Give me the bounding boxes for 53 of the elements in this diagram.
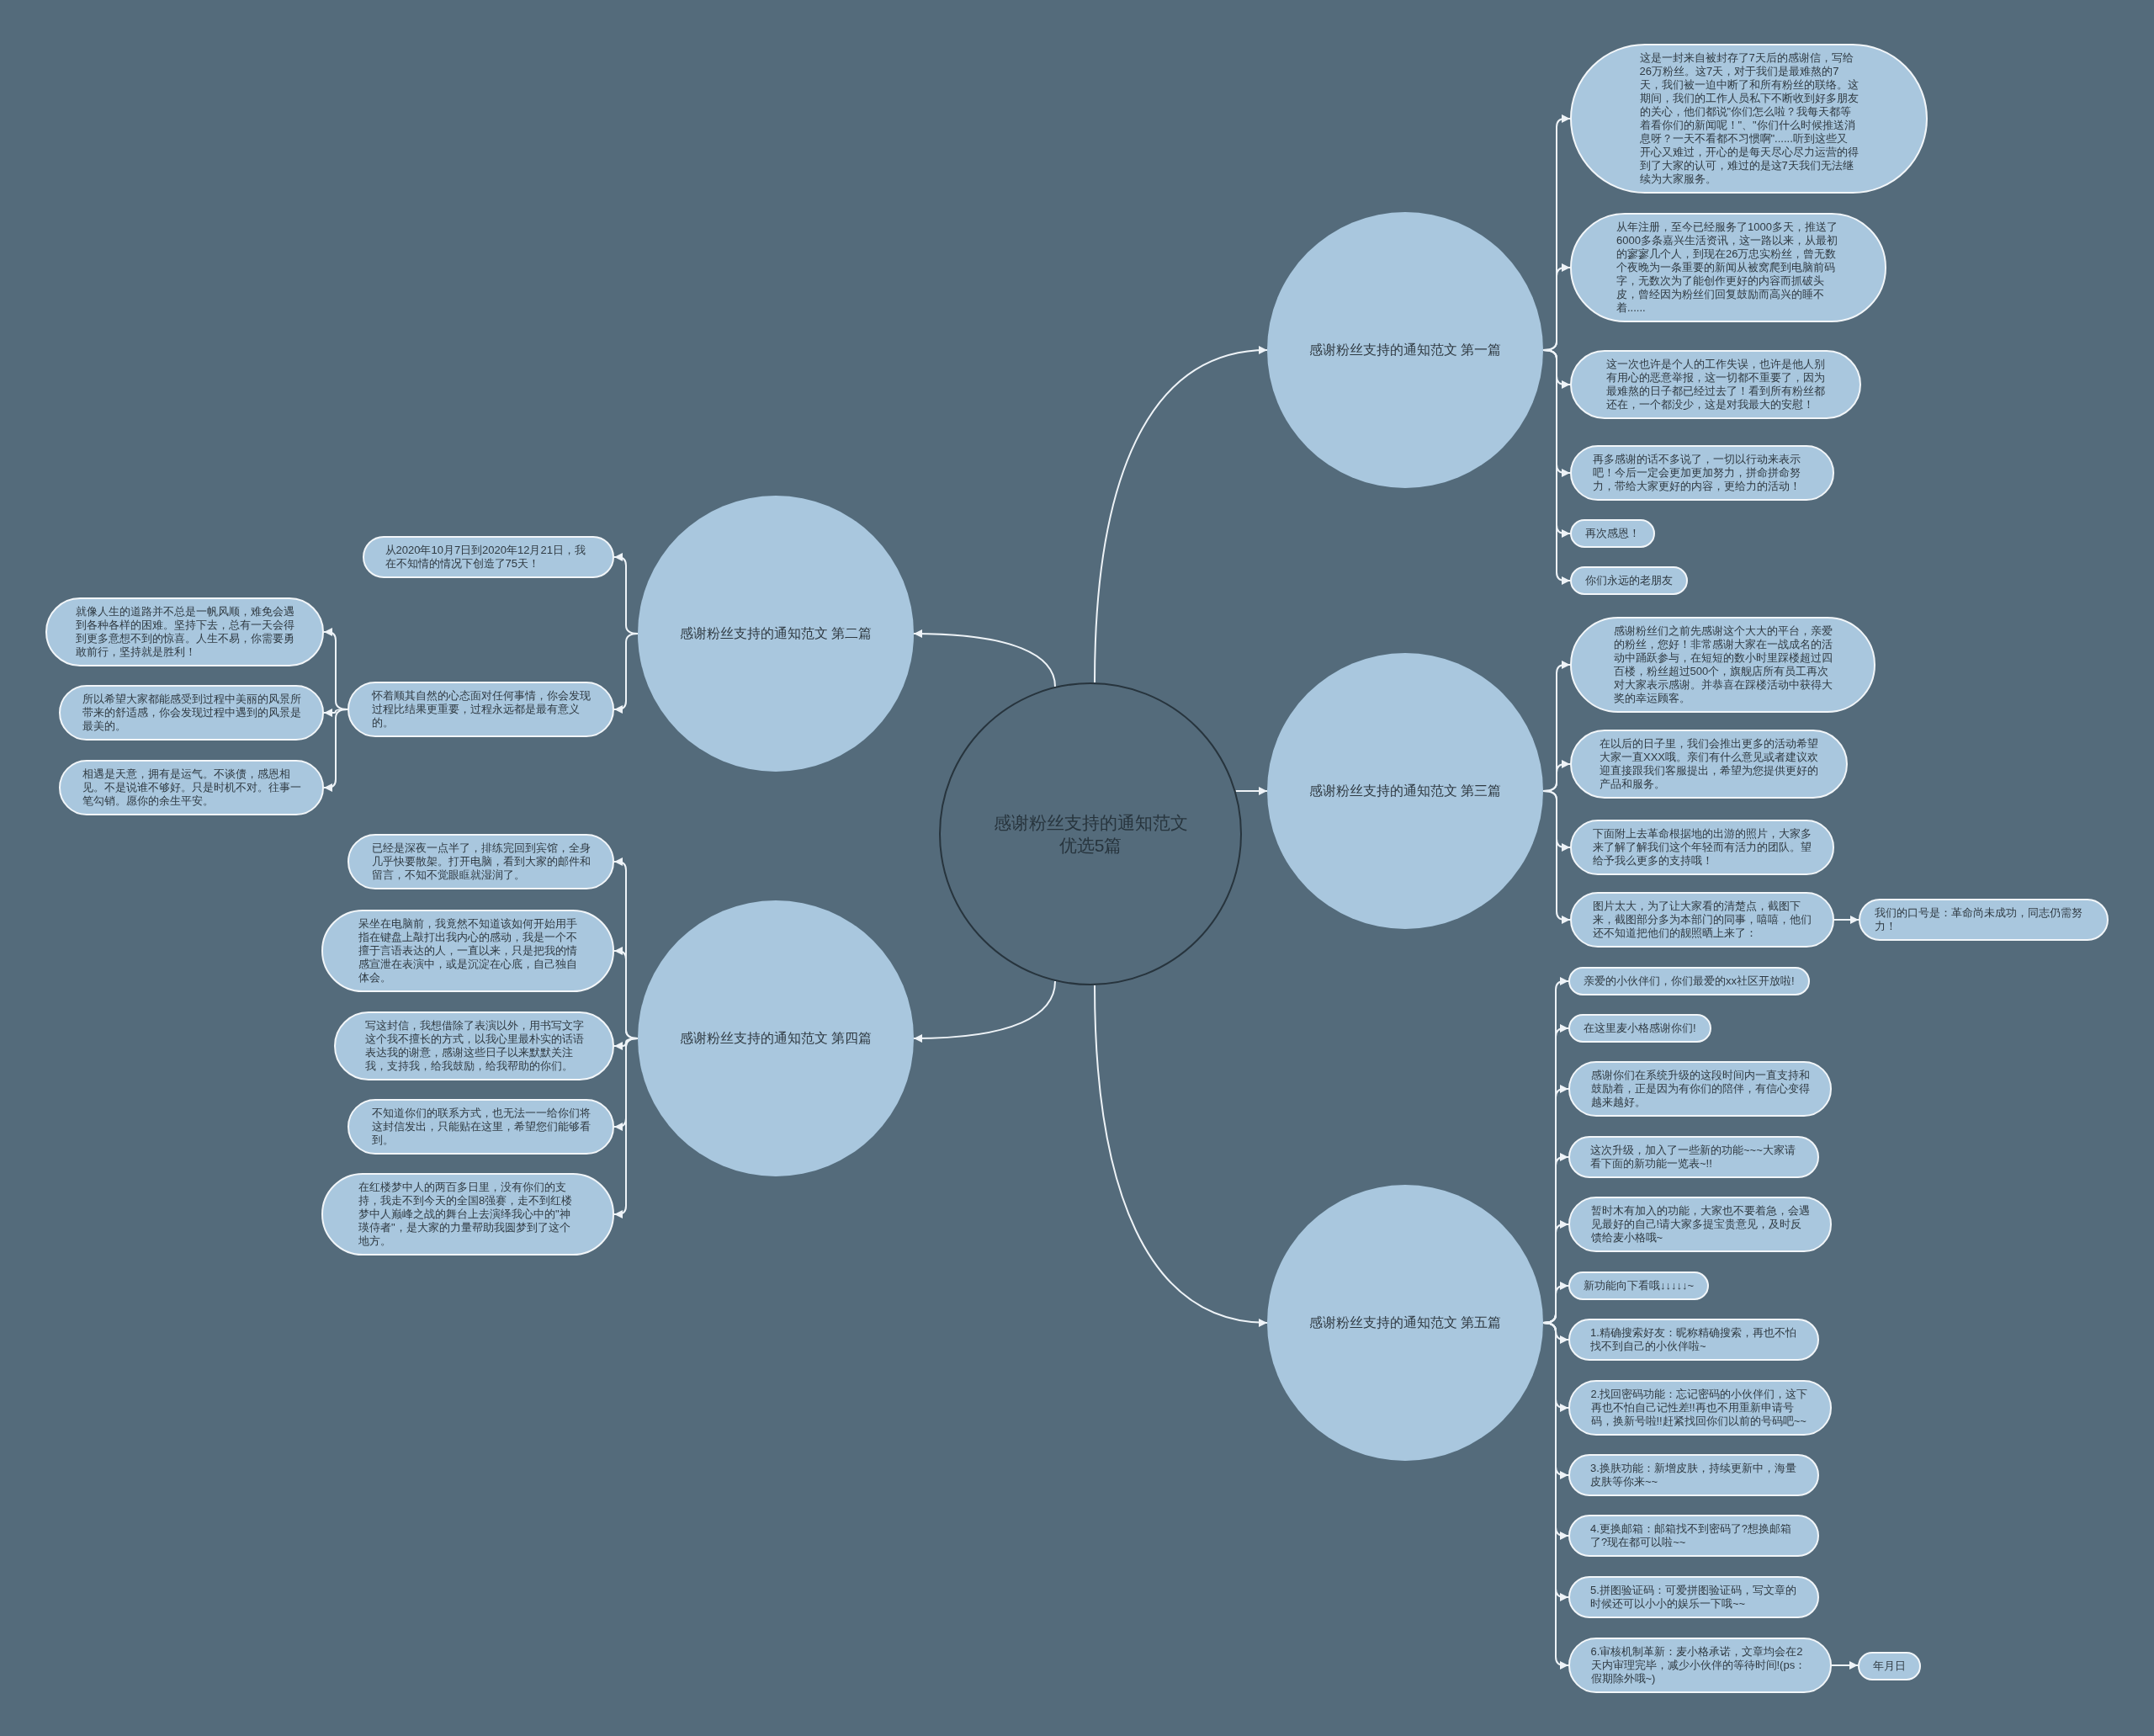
note-bubble: 已经是深夜一点半了，排练完回到宾馆，全身几乎快要散架。打开电脑，看到大家的邮件和留言，不知不觉眼眶就湿润了。 [348,834,614,889]
note-bubble: 图片太大，为了让大家看的清楚点，截图下来，截图部分多为本部门的同事，嘻嘻，他们还不知道把他们的靓照晒上来了： [1570,892,1834,948]
note-bubble: 4.更换邮箱：邮箱找不到密码了?想换邮箱了?现在都可以啦~~ [1568,1515,1819,1557]
note-bubble: 所以希望大家都能感受到过程中美丽的风景所带来的舒适感，你会发现过程中遇到的风景是最美的。 [59,685,324,741]
note-bubble: 怀着顺其自然的心态面对任何事情，你会发现过程比结果更重要，过程永远都是最有意义的。 [348,682,614,737]
note-bubble: 你们永远的老朋友 [1570,566,1688,595]
connector-arrow [1833,916,1860,924]
branch-circle: 感谢粉丝支持的通知范文 第一篇 [1267,212,1543,488]
note-bubble: 亲爱的小伙伴们，你们最爱的xx社区开放啦! [1568,967,1810,995]
note-bubble: 这次升级，加入了一些新的功能~~~大家请看下面的新功能一览表~!! [1568,1136,1819,1178]
note-bubble: 在这里麦小格感谢你们! [1568,1014,1711,1043]
connector-arrow [1542,1322,1569,1670]
note-bubble: 年月日 [1858,1652,1921,1680]
topic-circle: 感谢粉丝支持的通知范文优选5篇 [939,682,1242,985]
note-bubble: 在红楼梦中人的两百多日里，没有你们的支持，我走不到今天的全国8强赛，走不到红楼梦中人巅峰之战的舞台上去演绎我心中的"神瑛侍者"，是大家的力量帮助我圆梦到了这个地方。 [321,1173,614,1256]
connector-arrow [1542,790,1571,924]
note-bubble: 从2020年10月7日到2020年12月21日，我在不知情的情况下创造了75天！ [363,536,614,578]
note-bubble: 写这封信，我想借除了表演以外，用书写文字这个我不擅长的方式，以我心里最朴实的话语表达我的谢意，感谢这些日子以来默默关注我，支持我，给我鼓励，给我帮助的你们。 [334,1011,614,1080]
branch-circle: 感谢粉丝支持的通知范文 第五篇 [1267,1185,1543,1461]
note-bubble: 这是一封来自被封存了7天后的感谢信，写给26万粉丝。这7天，对于我们是最难熬的7天，我们被一迫中断了和所有粉丝的联络。这期间，我们的工作人员私下不断收到好多朋友的关心，他们都说"你们怎么啦？我每天都等着看你们的新闻呢！"、"你们什么时候推送消息呀？一天不看都不习惯啊"......听到这些又开心又难过，开心的是每天尽心尽力运营的得到了大家的认可，难过的是这7天我们无法继续为大家服务。 [1570,44,1928,194]
note-bubble: 在以后的日子里，我们会推出更多的活动希望大家一直XXX哦。亲们有什么意见或者建议欢迎直接跟我们客服提出，希望为您提供更好的产品和服务。 [1570,730,1848,799]
note-bubble: 我们的口号是：革命尚未成功，同志仍需努力！ [1859,899,2109,941]
note-bubble: 这一次也许是个人的工作失误，也许是他人别有用心的恶意举报，这一切都不重要了，因为最难熬的日子都已经过去了！看到所有粉丝都还在，一个都没少，这是对我最大的安慰！ [1570,350,1861,419]
connector-arrow [613,633,639,714]
connector-arrow [913,629,1056,687]
note-bubble: 暂时木有加入的功能，大家也不要着急，会遇见最好的自己!请大家多提宝贵意见，及时反馈给麦小格哦~ [1568,1197,1832,1252]
branch-circle: 感谢粉丝支持的通知范文 第四篇 [638,900,914,1176]
note-bubble: 再多感谢的话不多说了，一切以行动来表示吧！今后一定会更加更加努力，拼命拼命努力，带给大家更好的内容，更给力的活动！ [1570,445,1834,501]
note-bubble: 2.找回密码功能：忘记密码的小伙伴们，这下再也不怕自己记性差!!再也不用重新申请号码，换新号啦!!赶紧找回你们以前的号码吧~~ [1568,1380,1832,1436]
connector-arrow [613,1038,639,1218]
connector-arrow [1234,787,1268,795]
connector-arrow [1831,1661,1859,1670]
note-bubble: 新功能向下看哦↓↓↓↓↓~ [1568,1271,1710,1300]
note-bubble: 感谢你们在系统升级的这段时间内一直支持和鼓励着，正是因为有你们的陪伴，有信心变得越来越好。 [1568,1061,1832,1117]
branch-circle: 感谢粉丝支持的通知范文 第二篇 [638,496,914,772]
connector-arrow [1094,346,1268,684]
note-bubble: 从年注册，至今已经服务了1000多天，推送了6000多条嘉兴生活资讯，这一路以来，从最初的寥寥几个人，到现在26万忠实粉丝，曾无数个夜晚为一条重要的新闻从被窝爬到电脑前码字，无数次为了能创作更好的内容而抓破头皮，曾经因为粉丝们回复鼓励而高兴的睡不着...... [1570,213,1886,322]
note-bubble: 呆坐在电脑前，我竟然不知道该如何开始用手指在键盘上敲打出我内心的感动，我是一个不擅于言语表达的人，一直以来，只是把我的情感宣泄在表演中，或是沉淀在心底，自己独自体会。 [321,910,614,992]
note-bubble: 5.拼图验证码：可爱拼图验证码，写文章的时候还可以小小的娱乐一下哦~~ [1568,1576,1819,1618]
connector-arrow [323,709,348,792]
connector-arrow [1542,349,1571,585]
note-bubble: 再次感恩！ [1570,519,1655,548]
note-bubble: 3.换肤功能：新增皮肤，持续更新中，海量皮肤等你来~~ [1568,1454,1819,1496]
note-bubble: 下面附上去革命根据地的出游的照片，大家多来了解了解我们这个年轻而有活力的团队。望给予我么更多的支持哦！ [1570,820,1834,875]
note-bubble: 就像人生的道路并不总是一帆风顺，难免会遇到各种各样的困难。坚持下去，总有一天会得到更多意想不到的惊喜。人生不易，你需要勇敢前行，坚持就是胜利！ [45,597,324,666]
note-bubble: 相遇是天意，拥有是运气。不谈债，感恩相见。不是说谁不够好。只是时机不对。往事一笔勾销。愿你的余生平安。 [59,760,324,815]
note-bubble: 6.审核机制革新：麦小格承诺，文章均会在2天内审理完毕，减少小伙伴的等待时间!(ps：假期除外哦~) [1568,1638,1832,1693]
note-bubble: 不知道你们的联系方式，也无法一一给你们将这封信发出，只能贴在这里，希望您们能够看到。 [348,1099,614,1155]
note-bubble: 感谢粉丝们之前先感谢这个大大的平台，亲爱的粉丝，您好！非常感谢大家在一战成名的活动中踊跃参与，在短短的数小时里踩楼超过四百楼，粉丝超过500个，旗舰店所有员工再次对大家表示感谢。并恭喜在踩楼活动中获得大奖的幸运顾客。 [1570,617,1875,713]
note-bubble: 1.精确搜索好友：昵称精确搜索，再也不怕找不到自己的小伙伴啦~ [1568,1319,1819,1361]
connector-arrow [913,980,1056,1043]
connector-arrow [1094,984,1268,1326]
branch-circle: 感谢粉丝支持的通知范文 第三篇 [1267,653,1543,929]
